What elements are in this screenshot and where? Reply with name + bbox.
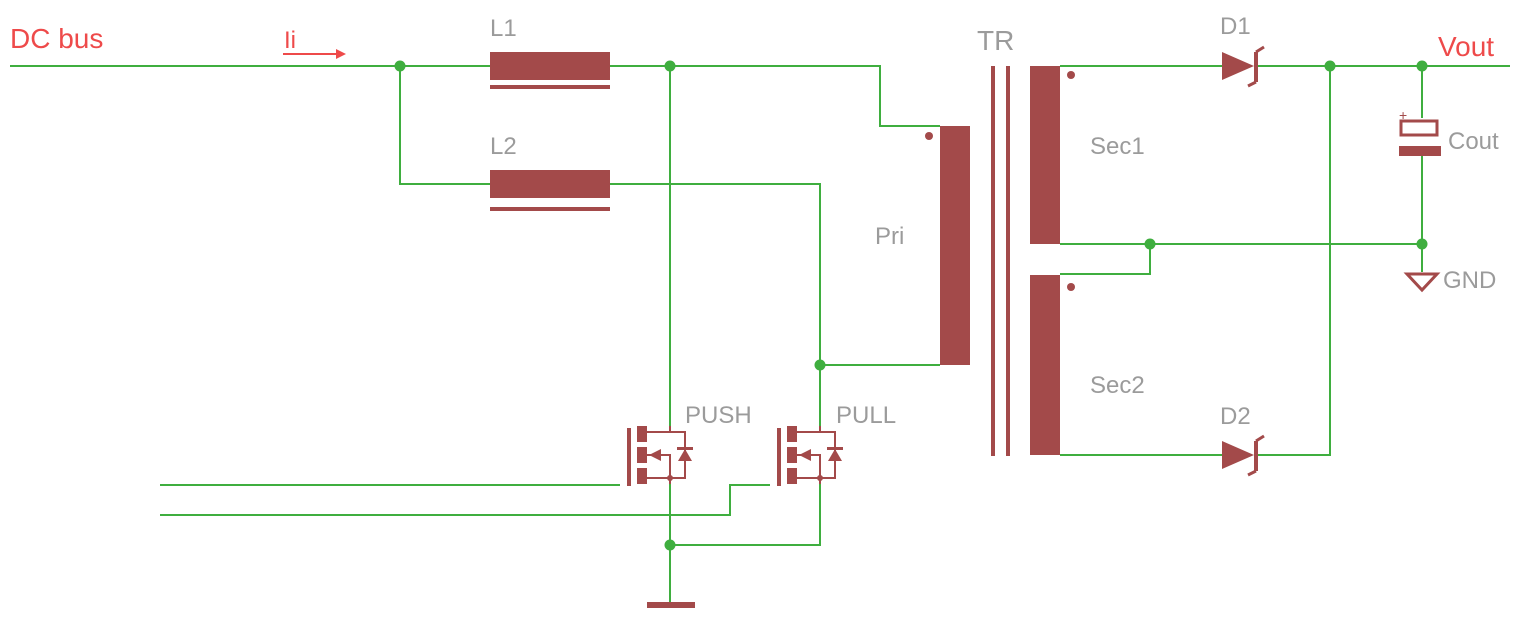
label-d1: D1 (1220, 13, 1251, 40)
net-label-vout: Vout (1438, 31, 1494, 62)
label-sec2: Sec2 (1090, 372, 1145, 399)
junctions (394, 60, 1428, 551)
wire-l2-branch (399, 66, 490, 185)
wire-center-tap-to-sec2 (1060, 244, 1151, 275)
wire-pull-gate-drive (160, 484, 770, 516)
wire-pull-source (670, 478, 821, 546)
transformer-core-bar (1006, 66, 1010, 456)
transformer-core-bar (991, 66, 995, 456)
ground-symbol-gnd (1403, 272, 1441, 293)
label-l1: L1 (490, 15, 517, 42)
mosfet-push (627, 426, 693, 486)
inductor-l2 (490, 170, 610, 211)
label-sec1: Sec1 (1090, 133, 1145, 160)
secondary-winding-1 (1030, 66, 1060, 244)
secondary-2-dot (1067, 283, 1075, 291)
secondary-1-dot (1067, 71, 1075, 79)
junction-dot (1144, 238, 1156, 250)
junction-dot (1324, 60, 1336, 72)
label-gnd: GND (1443, 267, 1496, 294)
junction-dot (1416, 238, 1428, 250)
inductor-l1 (490, 52, 610, 89)
current-arrow-icon (283, 49, 346, 59)
ground-symbol-chassis (647, 602, 695, 608)
label-tr: TR (977, 25, 1014, 56)
capacitor-cout (1399, 119, 1441, 156)
wire-l2-right-to-pull (610, 183, 821, 365)
label-cout: Cout (1448, 128, 1499, 155)
wires (10, 65, 1510, 606)
junction-dot (1416, 60, 1428, 72)
junction-dot (664, 539, 676, 551)
diode-d2 (1222, 434, 1265, 477)
mosfet-pull (777, 426, 843, 486)
label-push: PUSH (685, 402, 752, 429)
label-pull: PULL (836, 402, 896, 429)
junction-dot (664, 60, 676, 72)
junction-dot (394, 60, 406, 72)
primary-winding (940, 126, 970, 365)
label-d2: D2 (1220, 403, 1251, 430)
label-l2: L2 (490, 133, 517, 160)
current-label: Ii (284, 27, 296, 54)
transformer-tr (925, 66, 1075, 456)
secondary-winding-2 (1030, 275, 1060, 455)
wire-d2-to-output (1256, 66, 1331, 456)
junction-dot (814, 359, 826, 371)
wire-l1-right-to-pri-top (610, 65, 940, 127)
diode-d1 (1222, 45, 1265, 88)
label-pri: Pri (875, 223, 904, 250)
primary-dot (925, 132, 933, 140)
net-label-dc-bus: DC bus (10, 23, 103, 54)
label-cout-polarity: + (1399, 107, 1407, 123)
